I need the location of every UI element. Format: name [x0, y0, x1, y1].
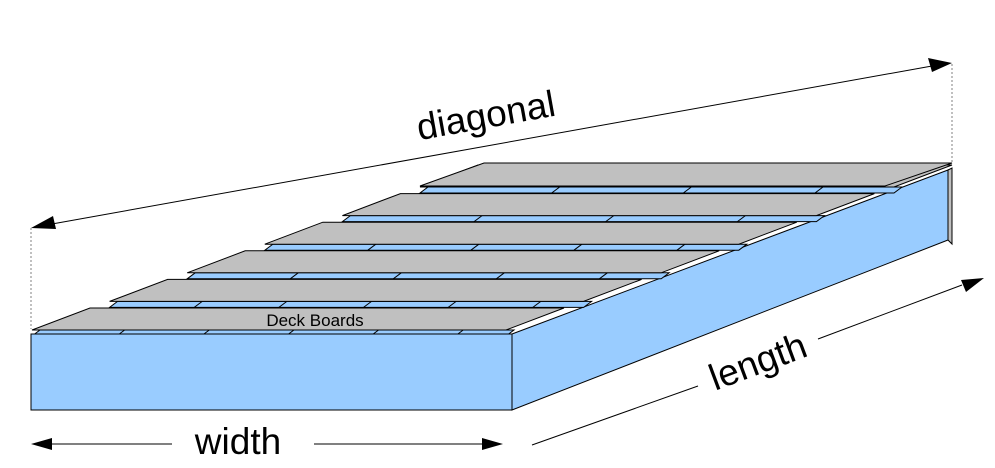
deck-board-row — [419, 162, 953, 187]
board-seam — [470, 243, 480, 251]
board-gap — [263, 243, 749, 251]
width-arrow-left-icon — [31, 438, 52, 450]
board-gap — [185, 272, 671, 280]
deck-boards-label: Deck Boards — [266, 311, 363, 330]
board-seam — [814, 186, 824, 194]
length-label: length — [703, 325, 812, 399]
deck-boards — [30, 162, 953, 337]
board-seam — [683, 186, 692, 194]
deck-board-row — [264, 221, 797, 245]
board-seam — [676, 243, 686, 251]
board-seam — [496, 272, 505, 280]
board-seam — [278, 300, 288, 308]
deck-board-row — [109, 278, 642, 302]
board-gap — [340, 215, 826, 223]
board-seam — [737, 215, 746, 223]
frame-front-face — [30, 333, 513, 411]
board-seam — [363, 300, 372, 308]
board-gap — [108, 300, 594, 308]
board-seam — [447, 300, 457, 308]
length-dimension-line-lower — [531, 385, 699, 446]
board-seam — [599, 272, 608, 280]
deck-board-row — [187, 250, 720, 274]
diagonal-label: diagonal — [413, 83, 558, 148]
board-gap — [418, 186, 904, 194]
frame-back-edge — [947, 167, 953, 246]
board-seam — [392, 272, 402, 280]
diagonal-dimension-line — [51, 65, 933, 225]
board-seam — [573, 243, 583, 251]
board-seam — [289, 272, 299, 280]
diagonal-arrow-left-icon — [31, 216, 56, 229]
diagonal-arrow-right-icon — [928, 58, 952, 72]
board-seam — [605, 215, 615, 223]
width-label: width — [194, 421, 281, 462]
board-seam — [193, 300, 203, 308]
length-arrow-right-icon — [961, 278, 984, 292]
board-seam — [551, 186, 560, 194]
width-arrow-right-icon — [482, 438, 503, 450]
board-seam — [532, 300, 542, 308]
deck-board-row — [31, 307, 565, 331]
deck-board-row — [342, 193, 875, 217]
board-seam — [473, 215, 483, 223]
length-dimension-line-upper — [817, 284, 963, 340]
board-seam — [367, 243, 377, 251]
